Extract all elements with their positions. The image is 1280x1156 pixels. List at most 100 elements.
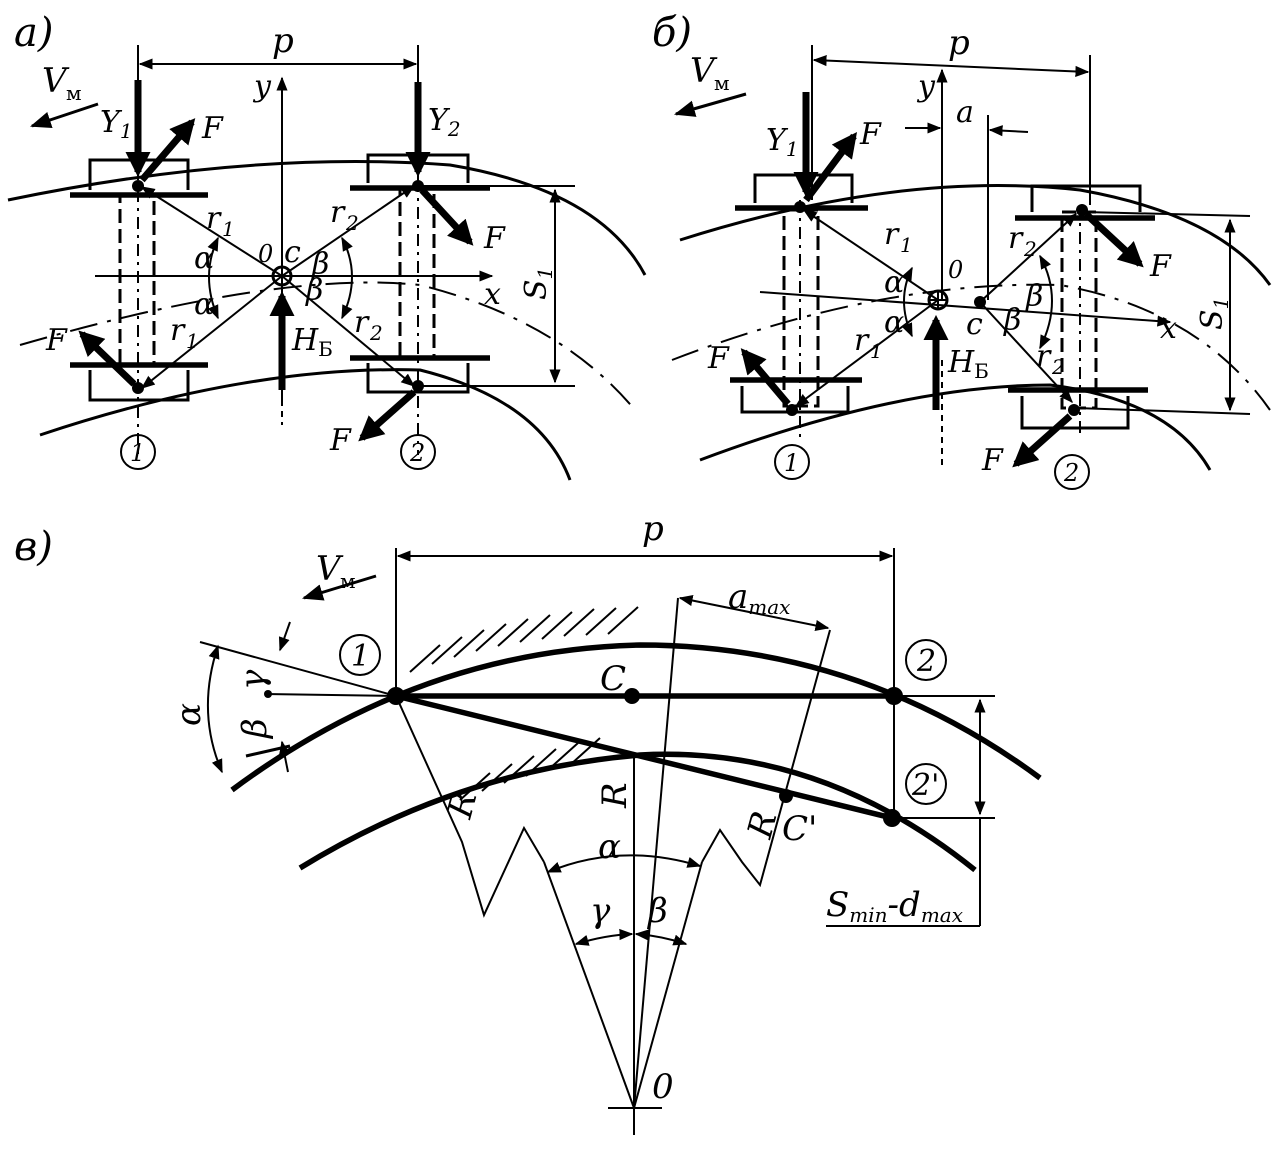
- speed-sub: м: [340, 569, 356, 593]
- hb-label: HБ: [291, 323, 333, 361]
- speed-label: V: [316, 549, 344, 589]
- r2-bottom-sub: 2: [369, 321, 383, 345]
- node-1-label: 1: [351, 639, 370, 674]
- chord-1-2prime: [395, 693, 893, 821]
- a-max-label: amax: [728, 577, 790, 619]
- radius-gamma: [543, 861, 635, 1109]
- offset-label: a: [956, 95, 974, 130]
- f-label-2-bottom: F: [329, 423, 352, 458]
- origin-label: 0: [948, 256, 963, 284]
- alpha-top-label: α: [194, 241, 214, 276]
- contact-1-top: [132, 180, 144, 192]
- offset-arrow-right: [988, 125, 1029, 137]
- smin-dmax-label: Smin-dmax: [826, 885, 963, 927]
- node-2-marker: [400, 434, 436, 470]
- panel-b-tag: б): [652, 10, 692, 56]
- beta-label: β: [646, 891, 668, 931]
- radius-left-label: R: [440, 787, 486, 823]
- gamma-left-label: γ: [233, 669, 273, 690]
- f-label-1-bottom: F: [707, 341, 730, 376]
- r1-top-sub: 1: [900, 233, 913, 257]
- radius-r1-bottom: [140, 275, 283, 389]
- f-label-1-bottom: F: [45, 323, 68, 358]
- force-f-1-top: [139, 118, 196, 183]
- alpha-left-label: α: [169, 703, 209, 726]
- r2-top-label: r: [1008, 221, 1024, 256]
- beta-top-label: β: [1025, 279, 1043, 314]
- panel-c-tag: в): [14, 524, 53, 570]
- force-f-2-top: [419, 187, 474, 246]
- node-1-marker: [120, 434, 156, 470]
- speed-arrow: [301, 574, 377, 601]
- origin-label: 0: [652, 1067, 674, 1107]
- pitch-dimension: [812, 54, 1090, 78]
- speed-arrow: [673, 92, 747, 117]
- center-label: c: [284, 235, 301, 270]
- radius-r2-bottom: [281, 275, 416, 387]
- speed-arrow: [30, 102, 99, 128]
- r1-bottom-sub: 1: [186, 329, 199, 353]
- r2-bottom-label: r: [354, 305, 370, 340]
- f-label-2-top: F: [483, 221, 506, 256]
- alpha-arc: [207, 236, 219, 320]
- gamma-label: γ: [590, 891, 611, 931]
- alpha-bottom-label: α: [194, 287, 214, 322]
- radius-to-amax: [633, 597, 679, 1109]
- node-1-marker: [339, 634, 381, 676]
- speed-sub: м: [714, 71, 730, 95]
- radius-r1-top: [140, 186, 283, 277]
- f-label-1-top: F: [201, 111, 224, 146]
- node-2-point: [885, 687, 903, 705]
- r1-top-sub: 1: [222, 217, 235, 241]
- r2-top-sub: 2: [345, 211, 359, 235]
- s1-label: S1: [519, 267, 557, 300]
- node-2prime-label: 2': [911, 768, 939, 803]
- node-2prime-point: [883, 809, 901, 827]
- wheel-1-bottom-bracket: [88, 370, 190, 402]
- force-f-2-bottom: [1012, 413, 1073, 468]
- alpha-arc: [546, 854, 702, 873]
- s1-label: S1: [1195, 297, 1233, 330]
- r1-bottom-sub: 1: [870, 339, 883, 363]
- hb-label: HБ: [947, 345, 989, 383]
- node-2-marker: [1054, 454, 1090, 490]
- gamma-arc: [574, 928, 634, 946]
- a-max-dimension: [678, 595, 830, 631]
- node-2-marker: [905, 639, 947, 681]
- node-1-label: 1: [130, 439, 145, 467]
- s1-ext-top: [1083, 211, 1251, 217]
- r2-top-sub: 2: [1023, 237, 1037, 261]
- speed-label: V: [690, 51, 718, 91]
- angle-vertex: [264, 690, 272, 698]
- panel-a: а) p V м y x 0 c: [7, 10, 647, 481]
- r2-bottom-sub: 2: [1051, 355, 1065, 379]
- r2-bottom-label: r: [1036, 339, 1052, 374]
- r1-bottom-label: r: [170, 313, 186, 348]
- radius-r1-top: [802, 209, 939, 301]
- force-f-1-top: [803, 131, 858, 203]
- radius-left-zigzag: [395, 695, 545, 918]
- x-axis-label: x: [1160, 311, 1177, 346]
- beta-bottom-label: β: [305, 273, 323, 308]
- y-axis-label: y: [252, 69, 272, 104]
- x-axis: [759, 291, 1172, 327]
- panel-b: б) p V м y x a 0 c: [652, 10, 1272, 490]
- origin-label: 0: [258, 240, 273, 268]
- beta-left-label: β: [235, 718, 275, 740]
- beta-arc: [634, 929, 688, 946]
- alpha-arc: [901, 266, 913, 338]
- y1-label: Y1: [766, 123, 799, 161]
- contact-2-bottom: [1068, 404, 1080, 416]
- inner-rail: [699, 383, 1212, 471]
- point-c-label: C: [600, 659, 626, 699]
- node-2-label: 2: [409, 439, 425, 467]
- r2-top-label: r: [330, 195, 346, 230]
- point-c-prime-label: C': [782, 809, 817, 849]
- radius-right-label: R: [740, 807, 786, 843]
- speed-label: V: [42, 61, 70, 101]
- speed-sub: м: [66, 81, 82, 105]
- contact-2-top: [412, 180, 424, 192]
- pitch-label: p: [642, 509, 664, 549]
- f-label-2-bottom: F: [981, 443, 1004, 478]
- y2-label: Y2: [428, 103, 461, 141]
